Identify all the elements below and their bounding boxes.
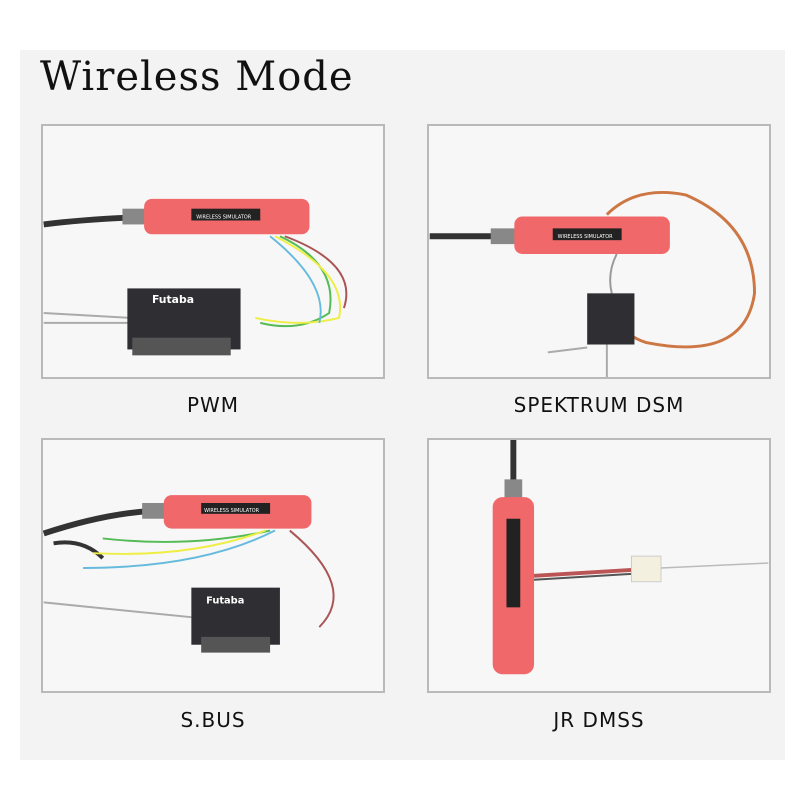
label-sbus: S.BUS bbox=[180, 708, 246, 732]
photo-spektrum-dsm: WIRELESS SIMULATOR bbox=[427, 124, 771, 379]
device-label: WIRELESS SIMULATOR bbox=[196, 215, 251, 221]
page-title: Wireless Mode bbox=[40, 54, 354, 100]
device-label: WIRELESS SIMULATOR bbox=[204, 508, 259, 514]
device-label: WIRELESS SIMULATOR bbox=[558, 234, 613, 240]
label-jr-dmss: JR DMSS bbox=[553, 708, 645, 732]
photo-pwm: Futaba WIRELESS SIMULATOR bbox=[41, 124, 385, 379]
receiver-brand: Futaba bbox=[152, 293, 194, 306]
photo-jr-dmss bbox=[427, 438, 771, 693]
label-pwm: PWM bbox=[186, 393, 240, 417]
label-spektrum-dsm: SPEKTRUM DSM bbox=[513, 393, 685, 417]
receiver-brand: Futaba bbox=[206, 595, 244, 606]
photo-sbus: Futaba WIRELESS SIMULATOR bbox=[41, 438, 385, 693]
